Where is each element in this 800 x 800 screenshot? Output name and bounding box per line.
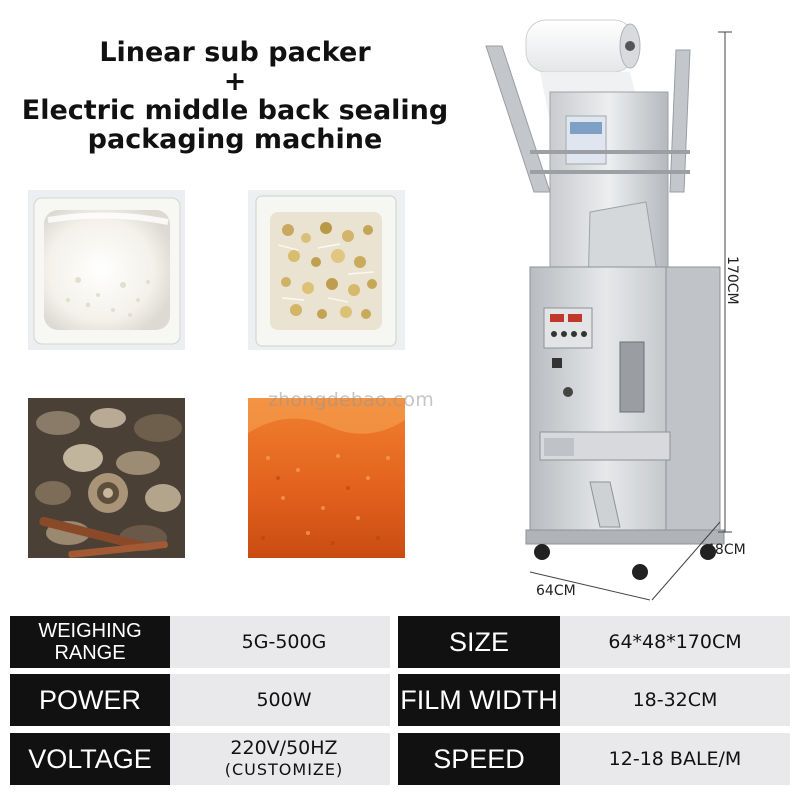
spec-value-power: 500W: [170, 674, 398, 726]
spec-label-weighing-line2: RANGE: [54, 642, 126, 664]
spec-value-voltage-note: (CUSTOMIZE): [224, 760, 344, 779]
depth-dimension-label: 48CM: [706, 542, 746, 558]
spec-label-voltage: VOLTAGE: [10, 733, 170, 785]
title-line-2: +: [223, 66, 247, 97]
spec-value-weighing-range: 5G-500G: [170, 616, 398, 668]
spec-label-weighing-line1: WEIGHING: [38, 620, 142, 642]
dried-herb-slices-image: [28, 398, 185, 558]
spec-divider: [390, 733, 398, 785]
spec-divider: [390, 616, 398, 668]
spec-label-power: POWER: [10, 674, 170, 726]
spec-value-speed: 12-18 BALE/M: [560, 733, 790, 785]
title-line-4: packaging machine: [87, 124, 383, 155]
spec-value-film-width: 18-32CM: [560, 674, 790, 726]
orange-chili-powder-image: [248, 398, 405, 558]
title-line-1: Linear sub packer: [99, 37, 371, 68]
watermark: zhongdebao.com: [268, 389, 434, 411]
spec-row-power-film: POWER 500W FILM WIDTH 18-32CM: [10, 674, 790, 726]
title-line-3: Electric middle back sealing: [21, 95, 449, 126]
spec-label-size: SIZE: [398, 616, 560, 668]
spec-row-weighing-size: WEIGHING RANGE 5G-500G SIZE 64*48*170CM: [10, 616, 790, 668]
spec-value-voltage: 220V/50HZ (CUSTOMIZE): [170, 733, 398, 785]
spec-value-size: 64*48*170CM: [560, 616, 790, 668]
white-powder-sachet-image: [28, 190, 185, 350]
spec-divider: [390, 674, 398, 726]
spec-row-voltage-speed: VOLTAGE 220V/50HZ (CUSTOMIZE) SPEED 12-1…: [10, 733, 790, 785]
spec-value-voltage-main: 220V/50HZ: [230, 737, 338, 759]
spec-label-speed: SPEED: [398, 733, 560, 785]
product-title: Linear sub packer + Electric middle back…: [20, 38, 450, 154]
seed-granule-sachet-image: [248, 190, 405, 350]
spec-label-film-width: FILM WIDTH: [398, 674, 560, 726]
spec-label-weighing-range: WEIGHING RANGE: [10, 616, 170, 668]
packaging-machine-image: [470, 12, 790, 612]
height-dimension-label: 170CM: [724, 256, 740, 305]
width-dimension-label: 64CM: [536, 583, 576, 599]
